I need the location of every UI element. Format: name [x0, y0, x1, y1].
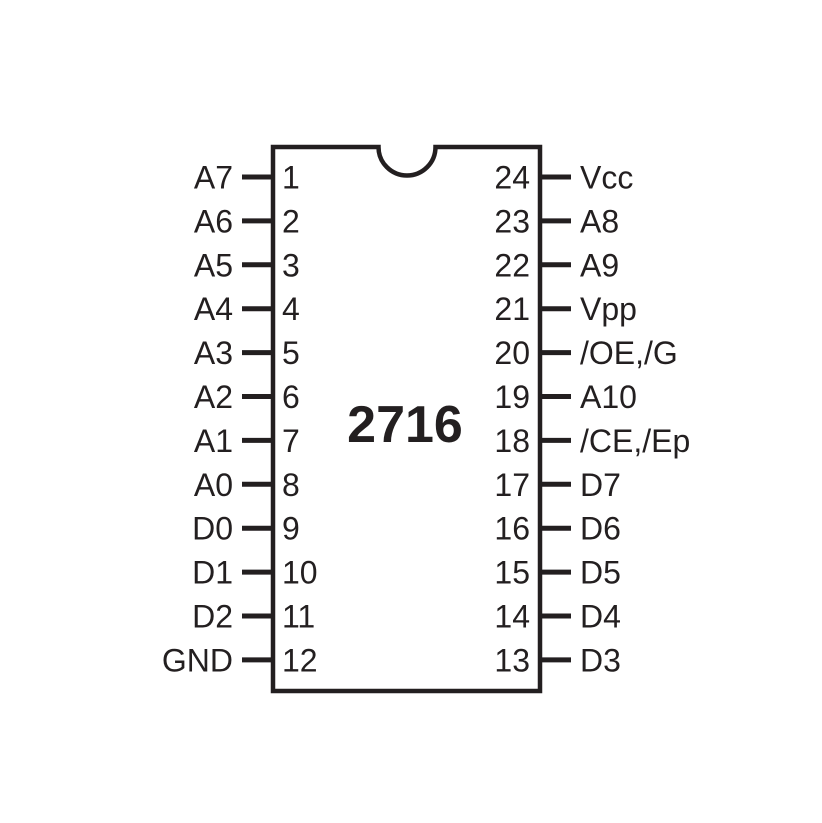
pin-number-right: 24: [494, 160, 530, 196]
pin-name-right: Vpp: [580, 291, 637, 327]
pin-name-right: D3: [580, 642, 621, 678]
chip-body: [270, 144, 543, 694]
pin-name-left: A6: [194, 203, 233, 239]
pin-name-left: A0: [194, 467, 233, 503]
pin-number-left: 6: [282, 379, 300, 415]
pin-number-left: 2: [282, 203, 300, 239]
pin-number-right: 19: [494, 379, 530, 415]
pin-name-right: D5: [580, 555, 621, 591]
pin-number-right: 23: [494, 203, 530, 239]
pin-name-left: A3: [194, 335, 233, 371]
pin-number-right: 18: [494, 423, 530, 459]
pin-name-right: D4: [580, 599, 621, 635]
pin-name-left: A1: [194, 423, 233, 459]
part-number: 2716: [347, 396, 463, 454]
pin-number-right: 20: [494, 335, 530, 371]
pin-name-right: A10: [580, 379, 637, 415]
pin-name-right: Vcc: [580, 160, 633, 196]
pin-number-right: 22: [494, 247, 530, 283]
pin-name-right: /OE,/G: [580, 335, 678, 371]
pin-name-right: A9: [580, 247, 619, 283]
pin-number-left: 8: [282, 467, 300, 503]
pin-number-left: 3: [282, 247, 300, 283]
pin-name-left: D0: [192, 511, 233, 547]
pin-number-right: 16: [494, 511, 530, 547]
pin-number-right: 21: [494, 291, 530, 327]
pin-name-left: D1: [192, 555, 233, 591]
pin-number-left: 9: [282, 511, 300, 547]
pin-number-left: 7: [282, 423, 300, 459]
pin-name-right: A8: [580, 203, 619, 239]
pin-number-left: 11: [282, 599, 315, 635]
pin-number-left: 1: [282, 160, 300, 196]
pin-number-left: 4: [282, 291, 300, 327]
pin-number-right: 15: [494, 555, 530, 591]
pin-name-left: GND: [162, 642, 233, 678]
pin-number-left: 5: [282, 335, 300, 371]
pin-number-left: 10: [282, 555, 318, 591]
pin-number-right: 13: [494, 642, 530, 678]
pin-name-right: D7: [580, 467, 621, 503]
pin-name-left: A5: [194, 247, 233, 283]
pin-name-right: D6: [580, 511, 621, 547]
pin-name-left: A7: [194, 160, 233, 196]
pin-number-right: 14: [494, 599, 530, 635]
pin-number-right: 17: [494, 467, 530, 503]
pin-name-left: A4: [194, 291, 233, 327]
pin-name-right: /CE,/Ep: [580, 423, 690, 459]
pin-number-left: 12: [282, 642, 318, 678]
pin-name-left: A2: [194, 379, 233, 415]
pin-name-left: D2: [192, 599, 233, 635]
